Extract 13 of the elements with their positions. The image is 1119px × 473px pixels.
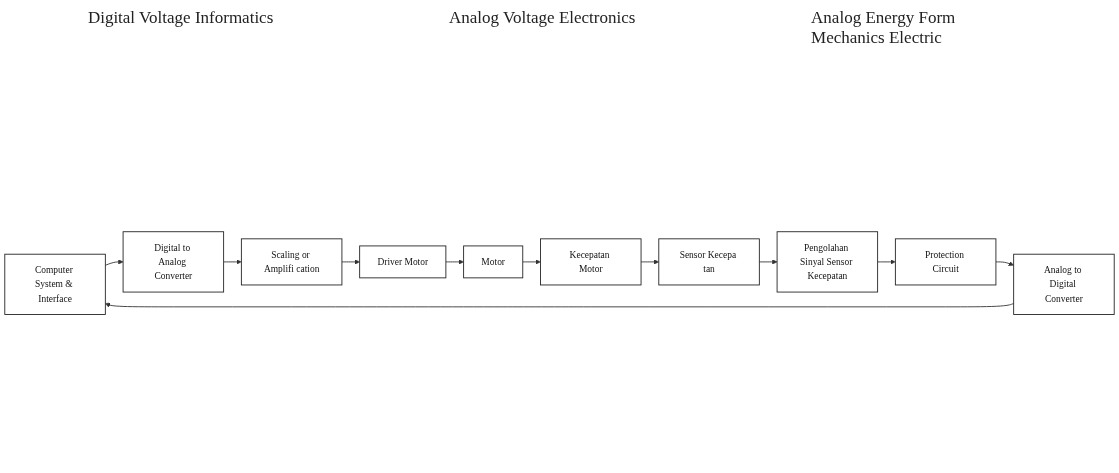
domain-label: Analog Energy Form Mechanics Electric xyxy=(811,8,957,48)
node-box: Motor xyxy=(463,245,524,279)
domain-label: Digital Voltage Informatics xyxy=(87,8,274,28)
node-box: Pengolahan Sinyal Sensor Kecepatan xyxy=(776,231,879,293)
node-box: Driver Motor xyxy=(359,245,447,279)
node-box: Digital to Analog Converter xyxy=(122,231,225,293)
node-box: Kecepatan Motor xyxy=(540,238,642,286)
node-box: Analog to Digital Converter xyxy=(1013,253,1115,315)
node-box: Protection Circuit xyxy=(894,238,997,286)
node-box: Scaling or Amplifi cation xyxy=(240,238,343,286)
node-box: Sensor Kecepa tan xyxy=(658,238,760,286)
node-box: Computer System & Interface xyxy=(4,253,106,315)
domain-label: Analog Voltage Electronics xyxy=(449,8,636,28)
